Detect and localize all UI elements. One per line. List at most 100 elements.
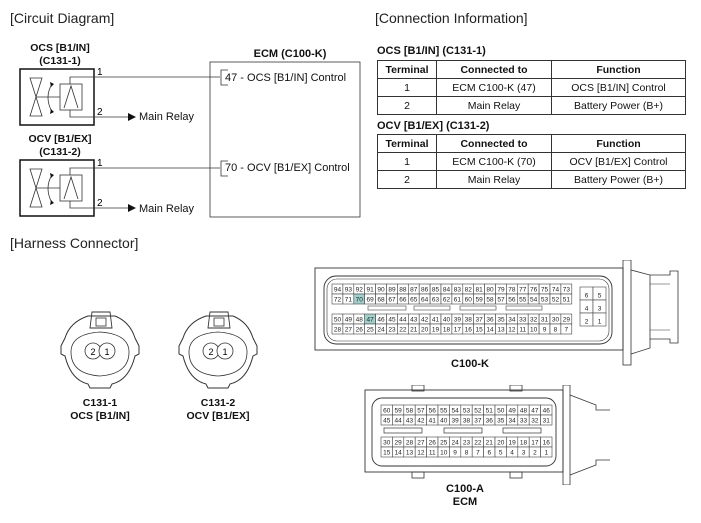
header-terminal: Terminal (377, 60, 437, 79)
cell-connected-to: Main Relay (436, 96, 552, 115)
c100-k-pin-61: 61 (454, 297, 462, 304)
c100-k-pin-89: 89 (388, 287, 396, 294)
c100-k-pin-63: 63 (432, 297, 440, 304)
c100-k-pin-34: 34 (508, 317, 516, 324)
c100-k-pin-cell (560, 323, 573, 335)
c100-k-pin-33: 33 (519, 317, 527, 324)
c100-k-side-pin-6: 6 (585, 293, 589, 300)
c100-k-pin-20: 20 (421, 327, 429, 334)
c100-a-pin-60: 60 (383, 408, 391, 415)
c100-k-pin-17: 17 (454, 327, 462, 334)
c100-k-pin-65: 65 (410, 297, 418, 304)
c100-k-pin-59: 59 (476, 297, 484, 304)
c100-a-pin-5: 5 (499, 450, 503, 457)
ocv-connector: (C131-2) (39, 146, 81, 158)
c100-a-pin-24: 24 (451, 440, 459, 447)
c100-a-pin-45: 45 (383, 418, 391, 425)
c100-a-pin-7: 7 (476, 450, 480, 457)
harness-c131-connectors: 2 1 2 1 (60, 311, 258, 389)
c100-a-pin-3: 3 (522, 450, 526, 457)
c100-k-pin-82: 82 (465, 287, 473, 294)
c100-k-key-slot (459, 305, 497, 311)
c131-1-label: C131-1 OCS [B1/IN] (55, 397, 145, 423)
c100-a-pin-12: 12 (417, 450, 425, 457)
c100-k-pin-38: 38 (465, 317, 473, 324)
ocv-component-label: OCV [B1/EX] (C131-2) (20, 133, 100, 159)
circuit-diagram-title: [Circuit Diagram] (10, 10, 115, 26)
c100-a-pin-58: 58 (406, 408, 414, 415)
c100-k-side-pin-1: 1 (598, 319, 602, 326)
header-function: Function (551, 134, 686, 153)
cell-function: Battery Power (B+) (551, 170, 686, 189)
cell-connected-to: ECM C100-K (47) (436, 78, 552, 97)
c100-a-pin-25: 25 (440, 440, 448, 447)
c100-k-pin-28: 28 (334, 327, 342, 334)
ocv-connection-table: Terminal Connected to Function 1 ECM C10… (377, 134, 686, 189)
c100-k-pin-85: 85 (432, 287, 440, 294)
c100-a-pin-32: 32 (531, 418, 539, 425)
c100-a-pin-6: 6 (487, 450, 491, 457)
c100-a-pin-23: 23 (463, 440, 471, 447)
c100-k-pin-83: 83 (454, 287, 462, 294)
c100-k-pin-19: 19 (432, 327, 440, 334)
c100-k-pin-71: 71 (345, 297, 353, 304)
c100-a-pin-9: 9 (453, 450, 457, 457)
c131-1-id: C131-1 (82, 397, 118, 409)
c100-k-label: C100-K (451, 358, 489, 370)
c100-k-pin-86: 86 (421, 287, 429, 294)
c100-k-pin-39: 39 (454, 317, 462, 324)
c100-a-pin-28: 28 (406, 440, 414, 447)
ocs-component-label: OCS [B1/IN] (C131-1) (20, 42, 100, 68)
c100-k-pin-57: 57 (497, 297, 505, 304)
table-header-row: Terminal Connected to Function (377, 134, 686, 153)
c100-k-pin-18: 18 (443, 327, 451, 334)
c100-a-pin-29: 29 (394, 440, 402, 447)
cell-function: OCS [B1/IN] Control (551, 78, 686, 97)
c131-1-pin: 1 (104, 347, 109, 357)
ecm-box (209, 61, 361, 218)
header-function: Function (551, 60, 686, 79)
c100-k-pin-22: 22 (399, 327, 407, 334)
cell-terminal: 2 (377, 96, 437, 115)
c100-a-sublabel: ECM (452, 496, 478, 508)
c100-k-side-pin-5: 5 (598, 293, 602, 300)
ocv-pin2-label: 2 (97, 198, 103, 209)
c100-k-pin-77: 77 (519, 287, 527, 294)
c100-a-pin-46: 46 (543, 408, 551, 415)
harness-connector-title: [Harness Connector] (10, 235, 139, 251)
c100-k-pin-55: 55 (519, 297, 527, 304)
c100-k-pin-74: 74 (552, 287, 560, 294)
c100-k-pin-40: 40 (443, 317, 451, 324)
table-row: 2 Main Relay Battery Power (B+) (377, 170, 686, 189)
c100-a-pin-40: 40 (440, 418, 448, 425)
c100-k-pin-91: 91 (367, 287, 375, 294)
c100-a-pin-11: 11 (429, 450, 436, 457)
c100-k-pin-8: 8 (554, 327, 558, 334)
c100-k-pin-43: 43 (410, 317, 418, 324)
c100-a-pin-27: 27 (417, 440, 425, 447)
c100-a-pin-38: 38 (463, 418, 471, 425)
c100-a-pin-41: 41 (429, 418, 437, 425)
c100-a-pin-26: 26 (429, 440, 437, 447)
c100-a-pin-55: 55 (440, 408, 448, 415)
c100-a-pin-39: 39 (451, 418, 459, 425)
c100-k-pin-16: 16 (465, 327, 473, 334)
c100-k-pin-23: 23 (388, 327, 396, 334)
c100-a-pin-51: 51 (486, 408, 494, 415)
c100-k-pin-64: 64 (421, 297, 429, 304)
c100-k-pin-25: 25 (367, 327, 375, 334)
c131-2-pin: 2 (208, 347, 213, 357)
ocs-table-title: OCS [B1/IN] (C131-1) (377, 45, 486, 57)
c100-k-side-pin-3: 3 (598, 306, 602, 313)
c100-k-pin-94: 94 (334, 287, 342, 294)
c100-a-pin-cell (540, 414, 553, 426)
c100-k-pin-51: 51 (563, 297, 571, 304)
c100-a-pin-52: 52 (474, 408, 482, 415)
c100-k-pin-90: 90 (377, 287, 385, 294)
c131-1-name: OCS [B1/IN] (70, 410, 130, 422)
c100-a-pin-50: 50 (497, 408, 505, 415)
c131-2-connector (178, 311, 258, 389)
c100-k-pin-60: 60 (465, 297, 473, 304)
c100-a-pin-49: 49 (508, 408, 516, 415)
c100-k-pin-21: 21 (410, 327, 418, 334)
